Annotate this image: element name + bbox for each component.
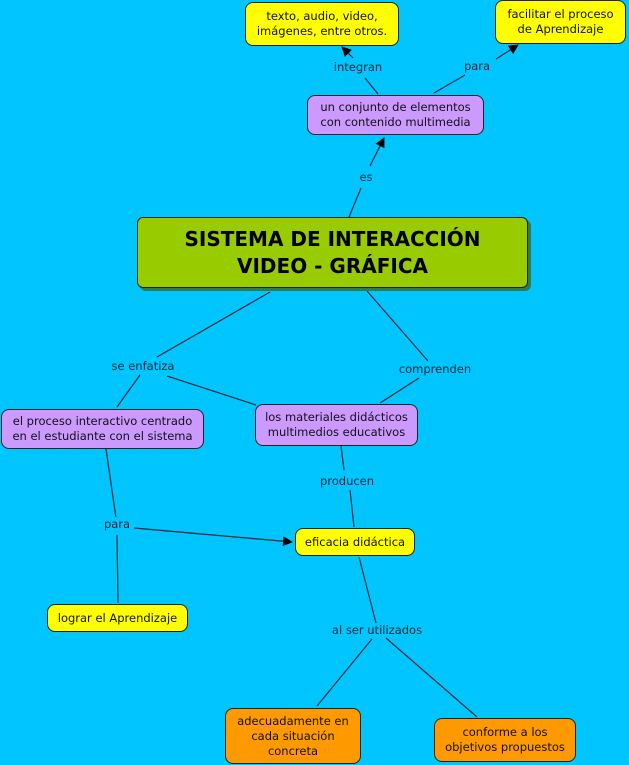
concept-texto[interactable]: texto, audio, video, imágenes, entre otr… bbox=[245, 2, 399, 46]
concept-conforme[interactable]: conforme a los objetivos propuestos bbox=[434, 718, 576, 762]
link-integran[interactable]: integran bbox=[330, 60, 386, 74]
concept-conjunto[interactable]: un conjunto de elementos con contenido m… bbox=[307, 95, 484, 135]
link-para-left[interactable]: para bbox=[100, 517, 134, 531]
concept-lograr[interactable]: lograr el Aprendizaje bbox=[47, 604, 188, 632]
concept-proceso[interactable]: el proceso interactivo centrado en el es… bbox=[1, 409, 204, 449]
concept-materiales[interactable]: los materiales didácticos multimedios ed… bbox=[255, 404, 418, 446]
main-concept[interactable]: SISTEMA DE INTERACCIÓN VIDEO - GRÁFICA bbox=[137, 217, 528, 288]
link-producen[interactable]: producen bbox=[316, 474, 378, 488]
link-para-top[interactable]: para bbox=[460, 59, 494, 73]
concept-eficacia[interactable]: eficacia didáctica bbox=[295, 528, 415, 556]
concept-facilitar[interactable]: facilitar el proceso de Aprendizaje bbox=[495, 0, 626, 44]
link-es[interactable]: es bbox=[356, 170, 376, 184]
concept-adecuadamente[interactable]: adecuadamente en cada situación concreta bbox=[225, 708, 361, 764]
link-al-ser-utilizados[interactable]: al ser utilizados bbox=[328, 623, 426, 637]
link-se-enfatiza[interactable]: se enfatiza bbox=[108, 359, 178, 373]
link-comprenden[interactable]: comprenden bbox=[395, 362, 475, 376]
